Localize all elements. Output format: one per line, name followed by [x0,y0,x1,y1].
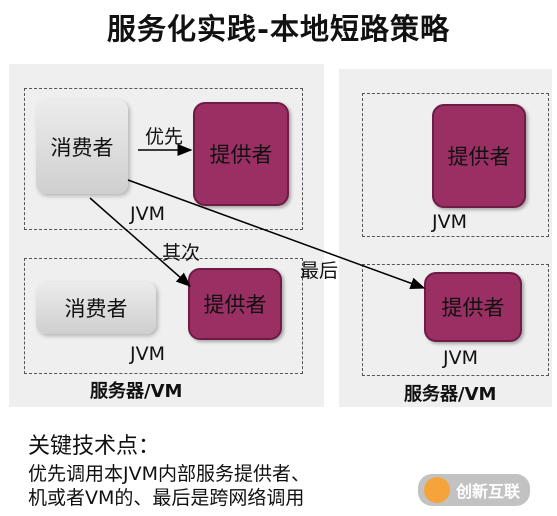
server-label: 服务器/VM [404,384,497,405]
provider-box: 提供者 [193,102,289,206]
arrow-label-second: 其次 [162,242,201,264]
arrow-label-first: 优先 [145,126,184,148]
consumer-box: 消费者 [36,100,128,194]
jvm-label: JVM [130,203,165,225]
left-top-jvm [24,88,303,230]
provider-box: 提供者 [432,104,526,208]
logo-icon [424,477,450,503]
jvm-label: JVM [432,211,467,233]
arrow-label-last: 最后 [300,260,339,282]
server-label: 服务器/VM [90,381,183,402]
jvm-label: JVM [443,347,478,369]
diagram-title: 服务化实践-本地短路策略 [106,12,451,46]
arrow-second [89,197,192,287]
arrow-last [127,179,426,290]
key-points-heading: 关键技术点： [28,434,161,459]
provider-box: 提供者 [188,268,282,340]
provider-box: 提供者 [424,272,522,342]
watermark-text: 创新互联 [456,482,521,501]
right-top-jvm [362,93,549,237]
left-bottom-jvm [24,258,303,374]
right-bottom-jvm [362,264,549,376]
watermark: 创新互联 [418,474,531,506]
key-points-line: 优先调用本JVM内部服务提供者、 [28,463,310,485]
jvm-label: JVM [130,343,165,365]
consumer-box: 消费者 [36,282,156,334]
key-points-line: 机或者VM的、最后是跨网络调用 [28,487,305,509]
